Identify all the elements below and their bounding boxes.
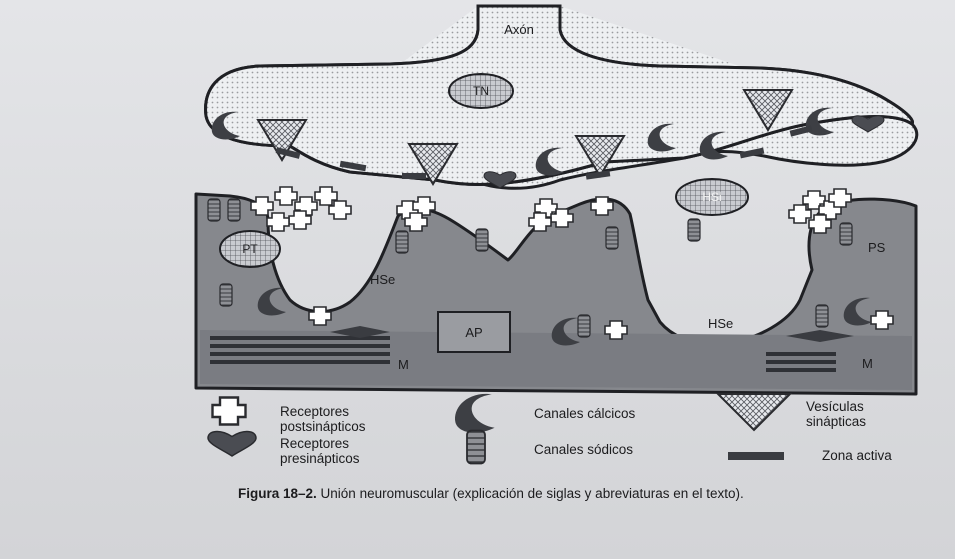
sodium-channel-5 [476, 229, 488, 251]
legend-postsynaptic-line-1: Receptores [280, 404, 366, 419]
label-tn: TN [473, 84, 489, 99]
legend-active-zone-icon [728, 452, 784, 460]
legend-vesicles-line-1: Vesículas [806, 399, 866, 414]
legend-receptor-icon [213, 398, 246, 425]
legend-synaptic-vesicles: Vesículas sinápticas [806, 399, 866, 429]
legend-active-zone: Zona activa [822, 448, 892, 463]
label-ap: AP [465, 325, 482, 340]
legend-sodium-channels: Canales sódicos [534, 442, 633, 457]
legend-sodium-icon [467, 431, 485, 464]
sodium-channel-10 [688, 219, 700, 241]
sodium-channel-3 [220, 284, 232, 306]
sodium-channel-2 [228, 199, 240, 221]
sodium-channel-7 [578, 315, 590, 337]
figure-caption: Figura 18–2. Unión neuromuscular (explic… [238, 486, 744, 501]
legend-crescent-icon [455, 394, 495, 433]
label-m-right: M [862, 356, 873, 371]
myofibril-right [766, 352, 836, 372]
legend-vesicles-line-2: sinápticas [806, 414, 866, 429]
legend-presynaptic-line-1: Receptores [280, 436, 360, 451]
caption-prefix: Figura 18–2. [238, 486, 317, 501]
label-hse-left: HSe [370, 272, 395, 287]
label-pt: PT [242, 242, 257, 257]
legend-vesicle-icon [718, 394, 790, 430]
legend-postsynaptic-receptors: Receptores postsinápticos [280, 404, 366, 434]
label-hsi: HSi [702, 190, 721, 205]
caption-text: Unión neuromuscular (explicación de sigl… [317, 486, 744, 501]
sodium-channel-6 [606, 227, 618, 249]
sodium-channel-8 [840, 223, 852, 245]
active-zone-3 [402, 173, 426, 179]
label-m-left: M [398, 357, 409, 372]
label-hse-right: HSe [708, 316, 733, 331]
sodium-channel-9 [816, 305, 828, 327]
legend-postsynaptic-line-2: postsinápticos [280, 419, 366, 434]
legend-presynaptic-line-2: presinápticos [280, 451, 360, 466]
sodium-channel-4 [396, 231, 408, 253]
legend-heart-icon [208, 432, 256, 456]
label-ps: PS [868, 240, 885, 255]
sodium-channel-1 [208, 199, 220, 221]
label-axon: Axón [504, 22, 534, 37]
legend-calcium-channels: Canales cálcicos [534, 406, 635, 421]
legend-presynaptic-receptors: Receptores presinápticos [280, 436, 360, 466]
